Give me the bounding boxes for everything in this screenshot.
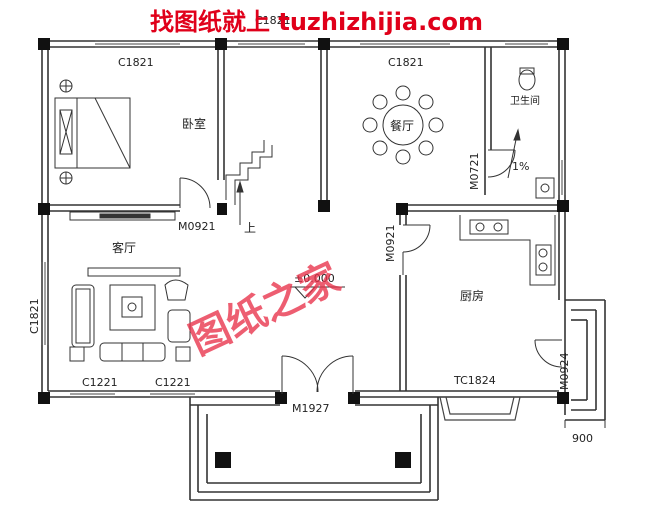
- doors: [179, 149, 563, 394]
- slope-label: 1%: [512, 160, 529, 173]
- window-c1821-top-left: C1821: [118, 56, 154, 69]
- door-m0721: M0721: [468, 153, 481, 191]
- elevation-label: ±0.000: [294, 272, 335, 285]
- door-m0924: M0924: [558, 353, 571, 391]
- dimension-900: [564, 420, 606, 428]
- door-m0921-bedroom: M0921: [178, 220, 216, 233]
- tv-cabinet: [69, 211, 176, 221]
- door-m0921-kitchen: M0921: [384, 225, 397, 263]
- window-c1221-b: C1221: [155, 376, 191, 389]
- dimension-900-label: 900: [572, 432, 593, 445]
- window-c1821-left: C1821: [28, 298, 41, 334]
- sofa-set: [69, 267, 191, 362]
- bed: [54, 79, 131, 185]
- room-kitchen-label: 厨房: [460, 288, 484, 303]
- room-living-label: 客厅: [112, 240, 136, 255]
- kitchen-counter: [459, 215, 556, 286]
- window-c1821-top-mid: C1821: [255, 14, 291, 27]
- columns: [38, 38, 569, 468]
- tc1824-bay-window: [439, 396, 521, 421]
- room-dining-label: 餐厅: [390, 118, 414, 133]
- window-c1221-a: C1221: [82, 376, 118, 389]
- watermark-banner: 找图纸就上 tuzhizhijia.com: [150, 8, 483, 36]
- dining-table: [362, 85, 444, 165]
- door-m1927: M1927: [292, 402, 330, 415]
- window-tc1824: TC1824: [453, 374, 496, 387]
- room-bedroom-label: 卧室: [182, 116, 206, 131]
- room-bathroom-label: 卫生间: [510, 94, 540, 107]
- stair-up-label: 上: [244, 221, 256, 235]
- stair: [225, 140, 273, 225]
- bathroom-fixtures: [507, 67, 555, 199]
- windows: [41, 40, 566, 398]
- window-c1821-top-right: C1821: [388, 56, 424, 69]
- elevation-marker: [290, 286, 345, 299]
